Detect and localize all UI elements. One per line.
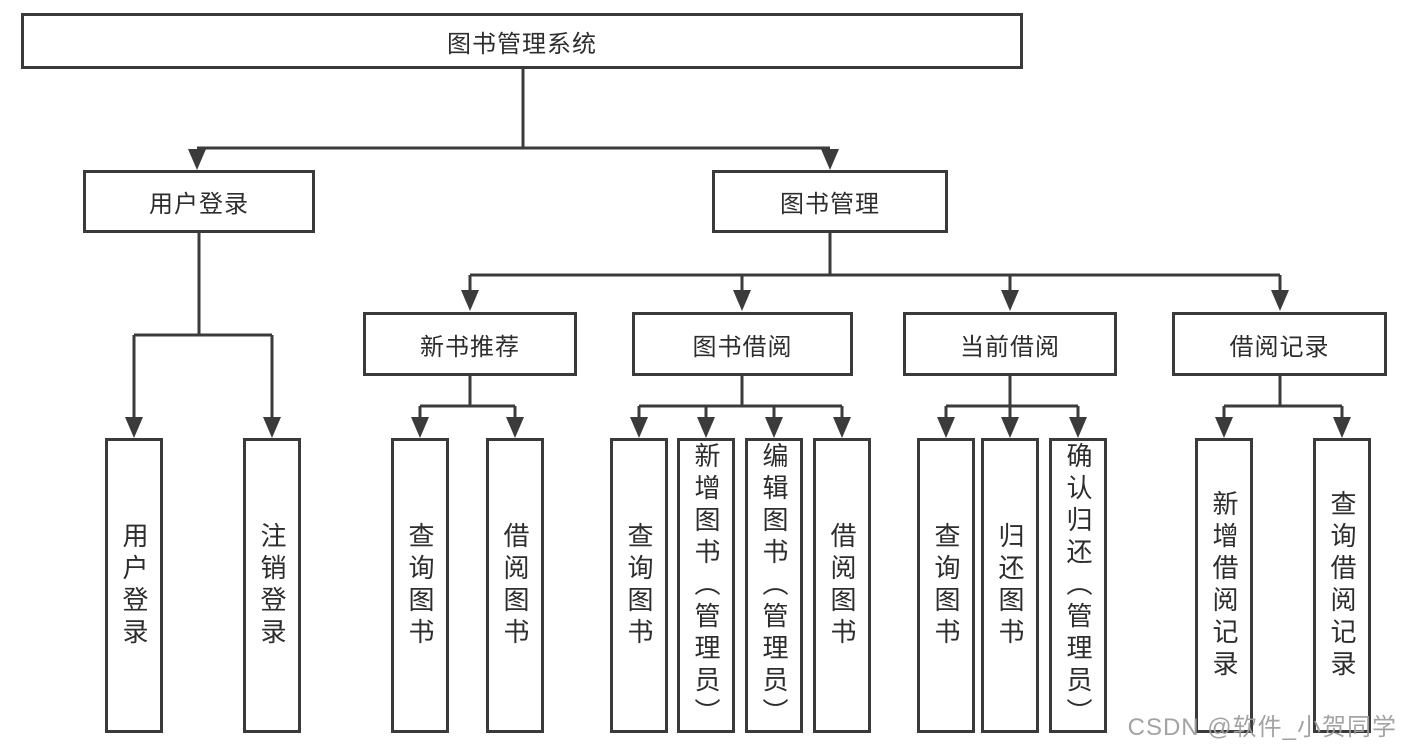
node-root-label: 图书管理系统: [447, 30, 597, 58]
arrow-down-icon: [697, 417, 715, 438]
leaf-query-books-1-label: 查询图书: [405, 521, 435, 650]
leaf-borrow-books-1-label: 借阅图书: [500, 521, 530, 650]
leaf-add-books-admin: 新增图书（管理员）: [677, 438, 735, 733]
arrow-down-icon: [765, 417, 783, 438]
leaf-borrow-books-1: 借阅图书: [486, 438, 544, 733]
leaf-edit-books-admin: 编辑图书（管理员）: [745, 438, 803, 733]
leaf-query-books-1: 查询图书: [391, 438, 449, 733]
leaf-user-login-label: 用户登录: [119, 521, 149, 650]
leaf-query-borrow-record: 查询借阅记录: [1313, 438, 1371, 733]
arrow-down-icon: [630, 417, 648, 438]
arrow-down-icon: [937, 417, 955, 438]
arrow-down-icon: [263, 417, 281, 438]
leaf-return-books: 归还图书: [981, 438, 1039, 733]
node-borrow-records: 借阅记录: [1172, 312, 1387, 376]
node-user-login-label: 用户登录: [149, 191, 249, 218]
arrow-down-icon: [1271, 290, 1289, 311]
leaf-query-books-3-label: 查询图书: [931, 521, 961, 650]
arrow-down-icon: [1333, 417, 1351, 438]
node-user-login: 用户登录: [83, 170, 315, 233]
connector-new-book-recommend: [411, 376, 524, 438]
arrow-down-icon: [1215, 417, 1233, 438]
connector-book-borrow: [630, 376, 851, 438]
leaf-user-login: 用户登录: [105, 438, 163, 733]
arrow-down-icon: [461, 290, 479, 311]
leaf-borrow-books-2: 借阅图书: [813, 438, 871, 733]
node-borrow-records-label: 借阅记录: [1229, 333, 1330, 361]
node-root: 图书管理系统: [21, 13, 1023, 69]
arrow-down-icon: [188, 149, 206, 170]
connector-current-borrow: [937, 376, 1087, 438]
connector-borrow-records: [1215, 376, 1351, 438]
node-current-borrow: 当前借阅: [903, 312, 1117, 376]
leaf-query-books-2: 查询图书: [610, 438, 668, 733]
node-book-management: 图书管理: [712, 170, 948, 233]
leaf-logout: 注销登录: [243, 438, 301, 733]
arrow-down-icon: [506, 417, 524, 438]
arrow-down-icon: [733, 290, 751, 311]
node-book-management-label: 图书管理: [780, 191, 880, 218]
leaf-edit-books-admin-label: 编辑图书（管理员）: [759, 441, 789, 730]
leaf-borrow-books-2-label: 借阅图书: [827, 521, 857, 650]
leaf-add-borrow-record: 新增借阅记录: [1195, 438, 1253, 733]
node-book-borrow: 图书借阅: [632, 312, 853, 376]
leaf-add-books-admin-label: 新增图书（管理员）: [691, 441, 721, 730]
connector-root: [188, 69, 839, 170]
arrow-down-icon: [821, 149, 839, 170]
arrow-down-icon: [833, 417, 851, 438]
csdn-watermark: CSDN @软件_小贺同学: [1127, 714, 1397, 741]
leaf-logout-label: 注销登录: [257, 521, 287, 650]
leaf-confirm-return-admin-label: 确认归还（管理员）: [1063, 441, 1093, 730]
arrow-down-icon: [1001, 290, 1019, 311]
connector-user-login: [125, 233, 281, 438]
leaf-return-books-label: 归还图书: [995, 521, 1025, 650]
arrow-down-icon: [1001, 417, 1019, 438]
connector-book-management: [461, 233, 1289, 311]
node-new-book-recommend-label: 新书推荐: [420, 333, 520, 361]
arrow-down-icon: [1069, 417, 1087, 438]
leaf-query-borrow-record-label: 查询借阅记录: [1327, 489, 1357, 682]
leaf-add-borrow-record-label: 新增借阅记录: [1209, 489, 1239, 682]
leaf-confirm-return-admin: 确认归还（管理员）: [1049, 438, 1107, 733]
arrow-down-icon: [411, 417, 429, 438]
leaf-query-books-2-label: 查询图书: [624, 521, 654, 650]
arrow-down-icon: [125, 417, 143, 438]
node-current-borrow-label: 当前借阅: [960, 333, 1060, 361]
node-new-book-recommend: 新书推荐: [363, 312, 577, 376]
leaf-query-books-3: 查询图书: [917, 438, 975, 733]
node-book-borrow-label: 图书借阅: [692, 333, 793, 361]
